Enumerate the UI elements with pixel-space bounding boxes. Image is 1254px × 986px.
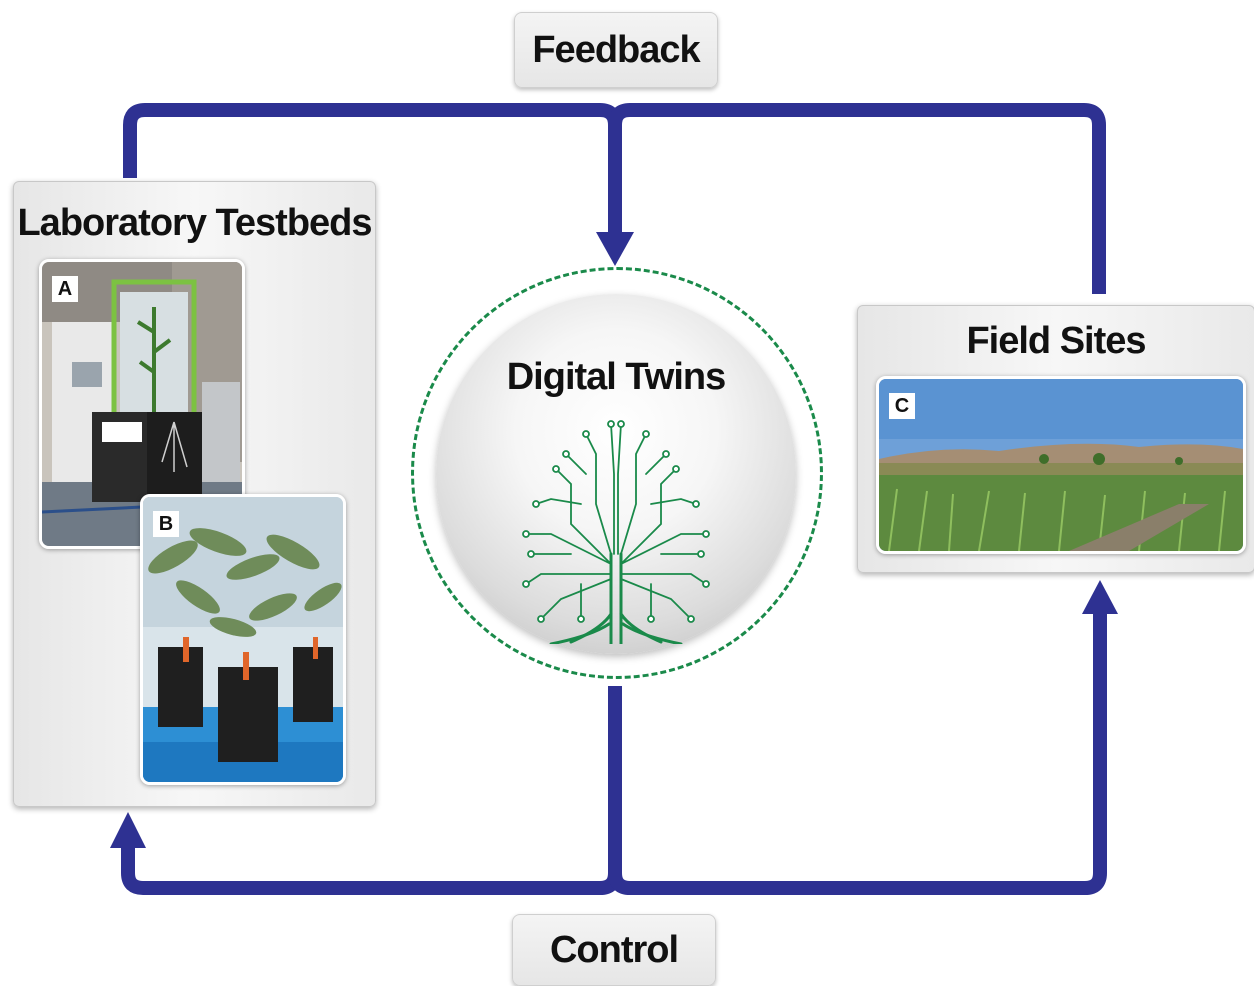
control-arrowhead-left — [110, 812, 146, 848]
feedback-label: Feedback — [532, 28, 700, 71]
feedback-path-right — [608, 103, 1106, 294]
photo-c-field-site: C — [876, 376, 1246, 554]
feedback-path-left — [123, 103, 622, 178]
control-arrowhead-right — [1082, 580, 1118, 614]
control-label: Control — [549, 928, 679, 971]
feedback-arrowhead — [596, 232, 634, 266]
circuit-tree-icon — [522, 420, 710, 644]
laboratory-testbeds-title: Laboratory Testbeds — [17, 202, 372, 244]
photo-b-tag: B — [153, 511, 179, 537]
feedback-label-box: Feedback — [514, 12, 718, 88]
potted-plants-image — [143, 497, 343, 782]
digital-twins-sphere: Digital Twins — [436, 294, 796, 654]
digital-twins-dashed-ring — [411, 267, 823, 679]
field-sites-panel: Field Sites C — [857, 305, 1254, 573]
photo-b-potted-plants: B — [140, 494, 346, 785]
control-path-left — [121, 842, 622, 895]
digital-twins-title: Digital Twins — [506, 356, 727, 398]
photo-a-tag: A — [52, 276, 78, 302]
control-label-box: Control — [512, 914, 716, 986]
field-sites-title: Field Sites — [966, 320, 1146, 362]
control-path-right — [608, 612, 1107, 895]
field-site-image — [879, 379, 1243, 551]
photo-c-tag: C — [889, 393, 915, 419]
laboratory-testbeds-panel: Laboratory Testbeds A — [13, 181, 376, 807]
